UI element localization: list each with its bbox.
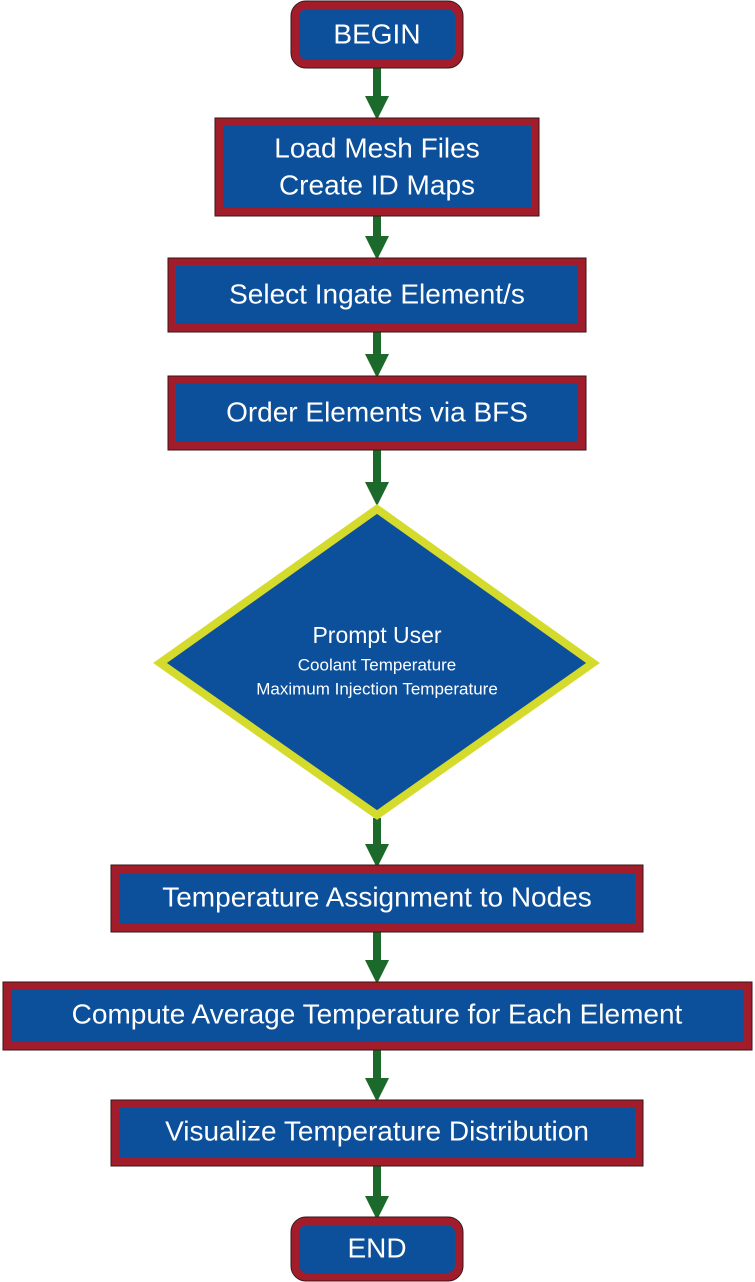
end-box: [291, 1217, 463, 1281]
arrow-assign-to-compute: [365, 928, 389, 984]
arrow-load-to-select: [365, 212, 389, 260]
arrow-visualize-to-end: [365, 1162, 389, 1220]
prompt-coolant-label: Coolant Temperature: [298, 655, 456, 674]
order-elements-label: Order Elements via BFS: [226, 396, 528, 427]
temperature-assignment-node: Temperature Assignment to Nodes: [110, 864, 644, 933]
arrow-begin-to-load: [365, 64, 389, 120]
begin-label: BEGIN: [333, 18, 420, 49]
visualize-box: [111, 1100, 643, 1166]
arrow-prompt-to-assign: [365, 818, 389, 868]
end-label: END: [347, 1232, 406, 1263]
select-ingate-box: [168, 258, 586, 332]
order-elements-node: Order Elements via BFS: [167, 375, 587, 451]
select-ingate-node: Select Ingate Element/s: [167, 257, 587, 333]
prompt-user-diamond: [153, 504, 600, 820]
prompt-user-title: Prompt User: [312, 622, 441, 648]
load-mesh-node: Load Mesh Files Create ID Maps: [214, 117, 540, 217]
load-mesh-label: Load Mesh Files: [274, 132, 479, 163]
compute-average-box: [3, 982, 752, 1050]
end-node: END: [290, 1216, 464, 1282]
arrow-compute-to-visualize: [365, 1046, 389, 1102]
visualize-label: Visualize Temperature Distribution: [165, 1115, 589, 1146]
order-elements-box: [168, 376, 586, 450]
prompt-max-injection-label: Maximum Injection Temperature: [256, 679, 498, 698]
temperature-assignment-box: [111, 865, 643, 932]
begin-node: BEGIN: [290, 0, 464, 69]
connector-arrows: [365, 64, 389, 1220]
prompt-user-node: Prompt User Coolant Temperature Maximum …: [153, 504, 600, 820]
compute-average-label: Compute Average Temperature for Each Ele…: [72, 998, 683, 1029]
select-ingate-label: Select Ingate Element/s: [229, 278, 525, 309]
begin-box: [291, 1, 463, 68]
load-mesh-box: [215, 118, 539, 216]
create-id-maps-label: Create ID Maps: [279, 169, 475, 200]
arrow-order-to-prompt: [365, 446, 389, 506]
temperature-assignment-label: Temperature Assignment to Nodes: [162, 881, 592, 912]
compute-average-node: Compute Average Temperature for Each Ele…: [2, 981, 753, 1051]
visualize-node: Visualize Temperature Distribution: [110, 1099, 644, 1167]
arrow-select-to-order: [365, 328, 389, 378]
